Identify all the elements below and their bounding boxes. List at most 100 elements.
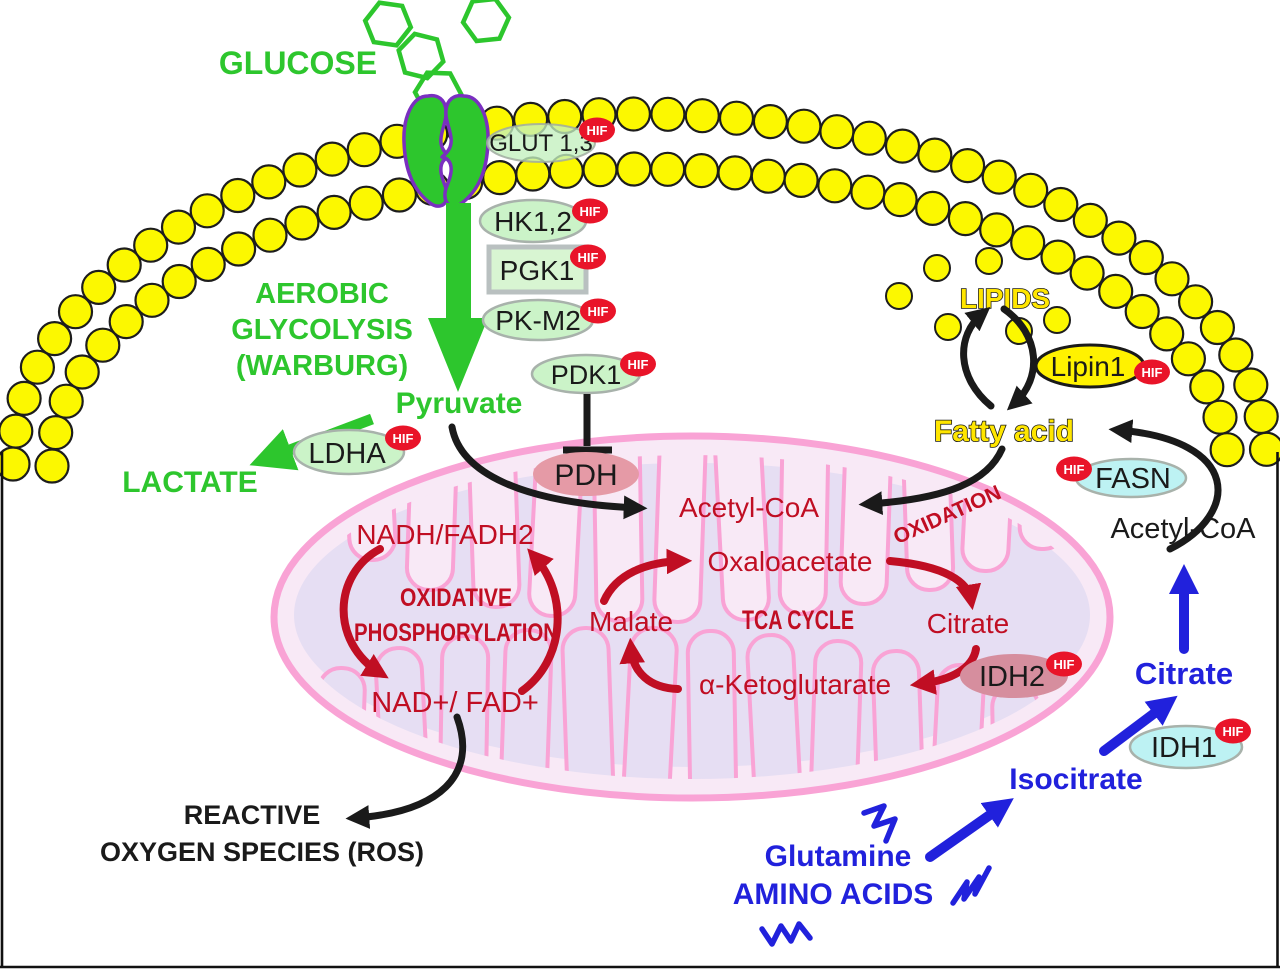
membrane-bead-outer bbox=[133, 227, 169, 263]
pyruvate-to-acetylcoa-arrow bbox=[448, 423, 648, 520]
membrane-bead-inner bbox=[252, 217, 288, 253]
membrane-bead-outer bbox=[650, 96, 686, 132]
oxaloacetate-to-citrate-arrow bbox=[886, 557, 982, 611]
membrane-bead-inner bbox=[381, 177, 417, 213]
membrane-bead-outer bbox=[0, 446, 31, 482]
membrane-bead-inner bbox=[1149, 316, 1185, 352]
membrane-bead-inner bbox=[85, 327, 121, 363]
crista-finger-bottom bbox=[685, 628, 739, 779]
membrane-bead-outer bbox=[684, 98, 720, 134]
membrane-bead-inner bbox=[947, 201, 984, 237]
pgk1-label: PGK1 bbox=[500, 255, 575, 286]
glutamine-label: Glutamine bbox=[765, 840, 912, 873]
idh1-oval bbox=[1128, 724, 1244, 770]
membrane-bead-outer bbox=[19, 349, 56, 385]
idh1-label: IDH1 bbox=[1151, 732, 1217, 764]
hif-badge bbox=[579, 117, 615, 143]
tca-cycle-label: TCA CYCLE bbox=[742, 605, 854, 635]
membrane-bead-outer bbox=[314, 141, 350, 177]
ros-line2: OXYGEN SPECIES (ROS) bbox=[100, 837, 424, 867]
ros-arrow bbox=[345, 713, 467, 829]
membrane-bead-inner bbox=[34, 448, 70, 484]
lipin1-enzyme: Lipin1 HIF bbox=[1034, 343, 1170, 389]
lactate-label: LACTATE bbox=[122, 466, 258, 499]
crista-finger-top bbox=[713, 455, 771, 622]
nad-fad-label: NAD+/ FAD+ bbox=[371, 687, 539, 719]
membrane-bead-inner bbox=[979, 212, 1015, 248]
hif-badge bbox=[1215, 718, 1251, 744]
glut-label: GLUT 1,3 bbox=[489, 130, 593, 157]
membrane-bead-inner bbox=[817, 168, 853, 204]
pdh-oval bbox=[533, 452, 639, 496]
membrane-bead-inner bbox=[1202, 399, 1238, 435]
hk-enzyme: HK1,2 HIF bbox=[478, 198, 608, 244]
membrane-bead-inner bbox=[1069, 255, 1105, 291]
membrane-bead-inner bbox=[284, 205, 320, 241]
lipin1-label: Lipin1 bbox=[1051, 351, 1126, 382]
membrane-bead-inner bbox=[161, 263, 197, 300]
membrane-bead-outer bbox=[917, 137, 953, 173]
membrane-bead-outer bbox=[1233, 367, 1269, 403]
amino-acid-squiggle bbox=[861, 803, 898, 844]
membrane-bead-outer bbox=[251, 164, 287, 200]
hif-label: HIF bbox=[1142, 365, 1163, 380]
aerobic-line2: GLYCOLYSIS bbox=[231, 314, 413, 346]
membrane-bead-inner bbox=[650, 151, 686, 187]
aerobic-glycolysis-label: AEROBIC GLYCOLYSIS (WARBURG) bbox=[231, 278, 413, 382]
membrane-bead-inner bbox=[316, 194, 352, 230]
membrane-bead-inner bbox=[1209, 432, 1245, 468]
ldha-label: LDHA bbox=[308, 438, 386, 470]
membrane-bead-inner bbox=[38, 415, 74, 451]
pdh-enzyme: PDH bbox=[533, 452, 639, 496]
pdh-label: PDH bbox=[554, 459, 617, 492]
lipid-droplet bbox=[934, 313, 962, 341]
oxaloacetate-label: Oxaloacetate bbox=[708, 546, 873, 577]
membrane-bead-outer bbox=[1154, 261, 1190, 297]
pgk1-box bbox=[486, 244, 589, 295]
lipid-droplet bbox=[885, 282, 913, 310]
isocitrate-to-citrate-arrow bbox=[1099, 695, 1178, 756]
hk-label: HK1,2 bbox=[494, 206, 572, 237]
fatty-acid-label: Fatty acid bbox=[934, 415, 1074, 448]
membrane-bead-outer bbox=[1043, 186, 1079, 223]
hif-badge bbox=[580, 298, 616, 324]
glucose-hexagon bbox=[460, 0, 512, 44]
amino-acid-squiggle bbox=[759, 921, 813, 947]
membrane-bead-inner bbox=[783, 162, 819, 198]
isocitrate-label: Isocitrate bbox=[1009, 763, 1142, 796]
fasn-enzyme: FASN HIF bbox=[1056, 456, 1188, 499]
membrane-bead-outer bbox=[1128, 239, 1164, 276]
crista-finger-top bbox=[777, 455, 831, 617]
hif-badge bbox=[570, 244, 606, 270]
mitochondrion bbox=[270, 432, 1114, 802]
membrane-bead-outer bbox=[81, 269, 117, 305]
glut-enzyme: GLUT 1,3 HIF bbox=[486, 117, 615, 163]
hif-badge bbox=[1046, 651, 1082, 677]
malate-to-oxaloacetate-arrow bbox=[600, 548, 693, 605]
hif-badge bbox=[1056, 456, 1092, 482]
membrane-bead-outer bbox=[160, 209, 197, 245]
glucose-label: GLUCOSE bbox=[219, 45, 377, 81]
membrane-bead-outer bbox=[1177, 284, 1214, 320]
membrane-bead-inner bbox=[1098, 273, 1134, 309]
membrane-bead-outer bbox=[615, 96, 652, 132]
membrane-bead-outer bbox=[220, 177, 256, 214]
glycolysis-down-arrow bbox=[428, 203, 488, 392]
acetylcoa-to-fattyacid-arrow bbox=[1108, 419, 1222, 553]
acetylcoa-mito-label: Acetyl-CoA bbox=[679, 492, 819, 523]
pkm2-enzyme: PK-M2 HIF bbox=[481, 298, 616, 342]
membrane-bead-inner bbox=[1189, 369, 1225, 405]
membrane-bead-outer bbox=[106, 247, 142, 283]
hif-badge bbox=[385, 425, 421, 451]
crista-finger-top bbox=[652, 455, 708, 624]
amino-acids-label: AMINO ACIDS bbox=[733, 878, 934, 911]
pdk1-label: PDK1 bbox=[551, 360, 622, 390]
oxphos-line2: PHOSPHORYLATION bbox=[354, 619, 558, 647]
membrane-bead-outer bbox=[752, 103, 789, 140]
membrane-bead-outer bbox=[819, 114, 855, 150]
glucose-hexagon bbox=[362, 0, 414, 48]
hif-badge bbox=[1134, 359, 1170, 385]
oxphos-right-arrow bbox=[518, 548, 562, 695]
